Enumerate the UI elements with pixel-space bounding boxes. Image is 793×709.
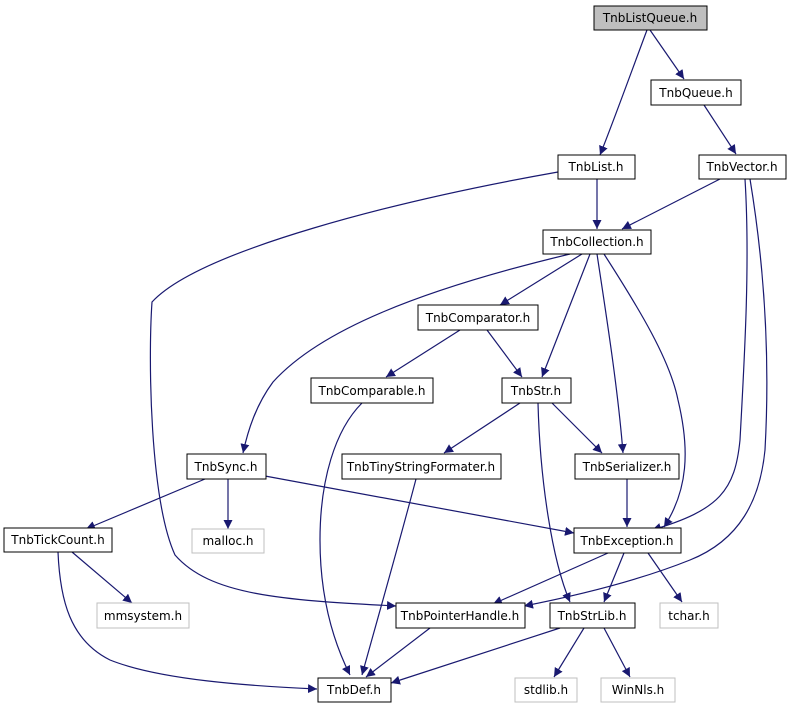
edge-tnbcollection-tnbcomparator bbox=[499, 253, 583, 306]
edge-tnblistqueue-tnbqueue bbox=[649, 29, 685, 80]
dependency-edges bbox=[57, 29, 768, 694]
node-label: mmsystem.h bbox=[104, 609, 182, 623]
node-label: TnbStr.h bbox=[510, 384, 561, 398]
node-label: tchar.h bbox=[668, 609, 710, 623]
node-label: stdlib.h bbox=[524, 683, 568, 697]
edge-tnbtickcount-tnbdef bbox=[57, 551, 318, 694]
node-tnbdef[interactable]: TnbDef.h bbox=[317, 677, 392, 703]
node-label: TnbComparable.h bbox=[318, 384, 426, 398]
node-malloc[interactable]: malloc.h bbox=[191, 528, 265, 554]
edge-tnbexception-tnbstrlib bbox=[603, 552, 625, 603]
edge-tnbstrlib-winnls bbox=[603, 627, 631, 678]
node-label: TnbTickCount.h bbox=[10, 533, 104, 547]
node-tnbstrlib[interactable]: TnbStrLib.h bbox=[549, 602, 636, 629]
node-winnls[interactable]: WinNls.h bbox=[600, 677, 676, 703]
edge-tnbpointerhandle-tnbdef bbox=[365, 627, 431, 678]
edge-tnbcomparator-tnbstr bbox=[486, 329, 523, 378]
edge-tnbstr-tnbstrlib bbox=[537, 402, 571, 603]
node-tnbcomparable[interactable]: TnbComparable.h bbox=[310, 377, 434, 404]
edge-tnblist-tnbpointerhandle bbox=[149, 171, 559, 611]
node-tnbvector[interactable]: TnbVector.h bbox=[698, 154, 787, 180]
node-label: WinNls.h bbox=[612, 683, 665, 697]
node-label: TnbDef.h bbox=[326, 683, 381, 697]
edge-tnbtickcount-mmsystem bbox=[71, 551, 133, 604]
edge-tnbcomparable-tnbdef bbox=[319, 402, 363, 676]
node-label: TnbException.h bbox=[579, 534, 673, 548]
node-tnbpointerhandle[interactable]: TnbPointerHandle.h bbox=[395, 602, 526, 629]
node-tnbcollection[interactable]: TnbCollection.h bbox=[542, 229, 652, 255]
node-label: malloc.h bbox=[202, 534, 253, 548]
node-tnbserializer[interactable]: TnbSerializer.h bbox=[574, 453, 680, 480]
node-label: TnbList.h bbox=[568, 160, 624, 174]
node-mmsystem[interactable]: mmsystem.h bbox=[96, 602, 190, 629]
edge-tnbvector-tnbpointerhandle bbox=[523, 178, 768, 609]
node-label: TnbComparator.h bbox=[425, 311, 531, 325]
node-label: TnbStrLib.h bbox=[557, 609, 627, 623]
edge-tnbcollection-tnbserializer bbox=[596, 253, 627, 454]
edge-tnbstrlib-tnbdef bbox=[390, 627, 561, 685]
edge-tnbvector-tnbexception bbox=[651, 178, 748, 532]
edge-tnbstr-tnbtinystringformater bbox=[443, 402, 521, 454]
node-label: TnbPointerHandle.h bbox=[400, 609, 519, 623]
edge-tnbtinystringformater-tnbdef bbox=[360, 478, 417, 676]
node-tnbexception[interactable]: TnbException.h bbox=[573, 527, 682, 554]
edge-tnblistqueue-tnblist bbox=[599, 29, 648, 156]
node-tnbtickcount[interactable]: TnbTickCount.h bbox=[3, 527, 113, 553]
edge-tnbstrlib-stdlib bbox=[553, 627, 585, 678]
edge-tnbcollection-tnbexception bbox=[603, 253, 686, 528]
edge-tnbexception-tnbpointerhandle bbox=[492, 552, 609, 605]
node-tnbtinystringformater[interactable]: TnbTinyStringFormater.h bbox=[341, 453, 502, 480]
edge-tnbqueue-tnbvector bbox=[703, 104, 737, 155]
node-tchar[interactable]: tchar.h bbox=[659, 602, 719, 629]
edge-tnbexception-tchar bbox=[647, 552, 683, 603]
node-label: TnbListQueue.h bbox=[602, 11, 697, 25]
node-tnbstr[interactable]: TnbStr.h bbox=[501, 377, 572, 404]
node-tnblistqueue[interactable]: TnbListQueue.h bbox=[593, 5, 708, 31]
node-label: TnbQueue.h bbox=[658, 86, 732, 100]
edge-tnbstr-tnbserializer bbox=[551, 402, 603, 454]
edge-tnbcollection-tnbsync bbox=[240, 253, 571, 454]
node-label: TnbTinyStringFormater.h bbox=[346, 460, 495, 474]
node-tnbsync[interactable]: TnbSync.h bbox=[186, 453, 267, 480]
edge-tnbcomparator-tnbcomparable bbox=[385, 329, 461, 378]
node-label: TnbCollection.h bbox=[549, 235, 643, 249]
node-tnbcomparator[interactable]: TnbComparator.h bbox=[417, 304, 539, 331]
node-label: TnbVector.h bbox=[705, 160, 777, 174]
edge-tnbsync-tnbexception bbox=[264, 475, 575, 536]
node-tnblist[interactable]: TnbList.h bbox=[557, 154, 636, 180]
node-tnbqueue[interactable]: TnbQueue.h bbox=[650, 79, 742, 106]
node-stdlib[interactable]: stdlib.h bbox=[514, 677, 578, 703]
file-nodes: TnbListQueue.h TnbQueue.h TnbList.h TnbV… bbox=[3, 5, 787, 703]
edge-tnbcollection-tnbstr bbox=[541, 253, 591, 378]
edge-tnbvector-tnbcollection bbox=[621, 178, 721, 230]
edge-tnbsync-tnbtickcount bbox=[85, 478, 206, 530]
node-label: TnbSync.h bbox=[194, 460, 258, 474]
node-label: TnbSerializer.h bbox=[582, 460, 672, 474]
